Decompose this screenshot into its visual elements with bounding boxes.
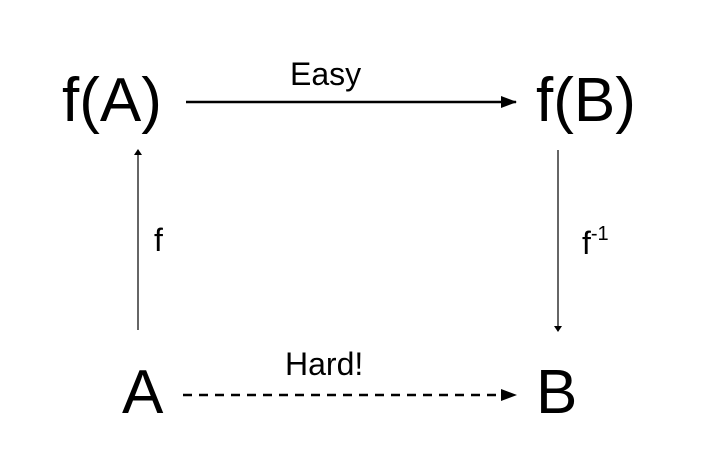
easy-label: Easy [290, 56, 362, 92]
hard-label: Hard! [285, 346, 364, 382]
node-b: B [536, 358, 578, 427]
f-inverse-label: f-1 [582, 224, 609, 259]
node-f-of-a: f(A) [62, 66, 162, 135]
node-f-of-b: f(B) [536, 66, 636, 135]
f-inverse-exponent: -1 [590, 223, 609, 245]
f-inverse-base: f [582, 225, 591, 261]
f-label: f [154, 222, 163, 258]
node-a: A [122, 358, 164, 427]
